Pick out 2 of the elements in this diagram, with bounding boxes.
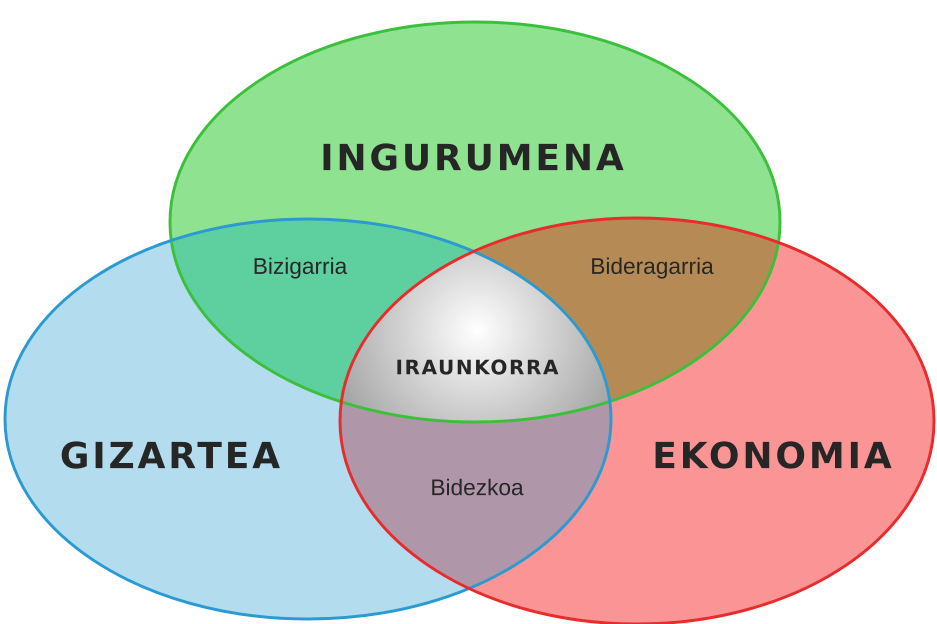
region-label: Bidezkoa bbox=[432, 478, 524, 496]
region-label: IRAUNKORRA bbox=[397, 359, 558, 375]
